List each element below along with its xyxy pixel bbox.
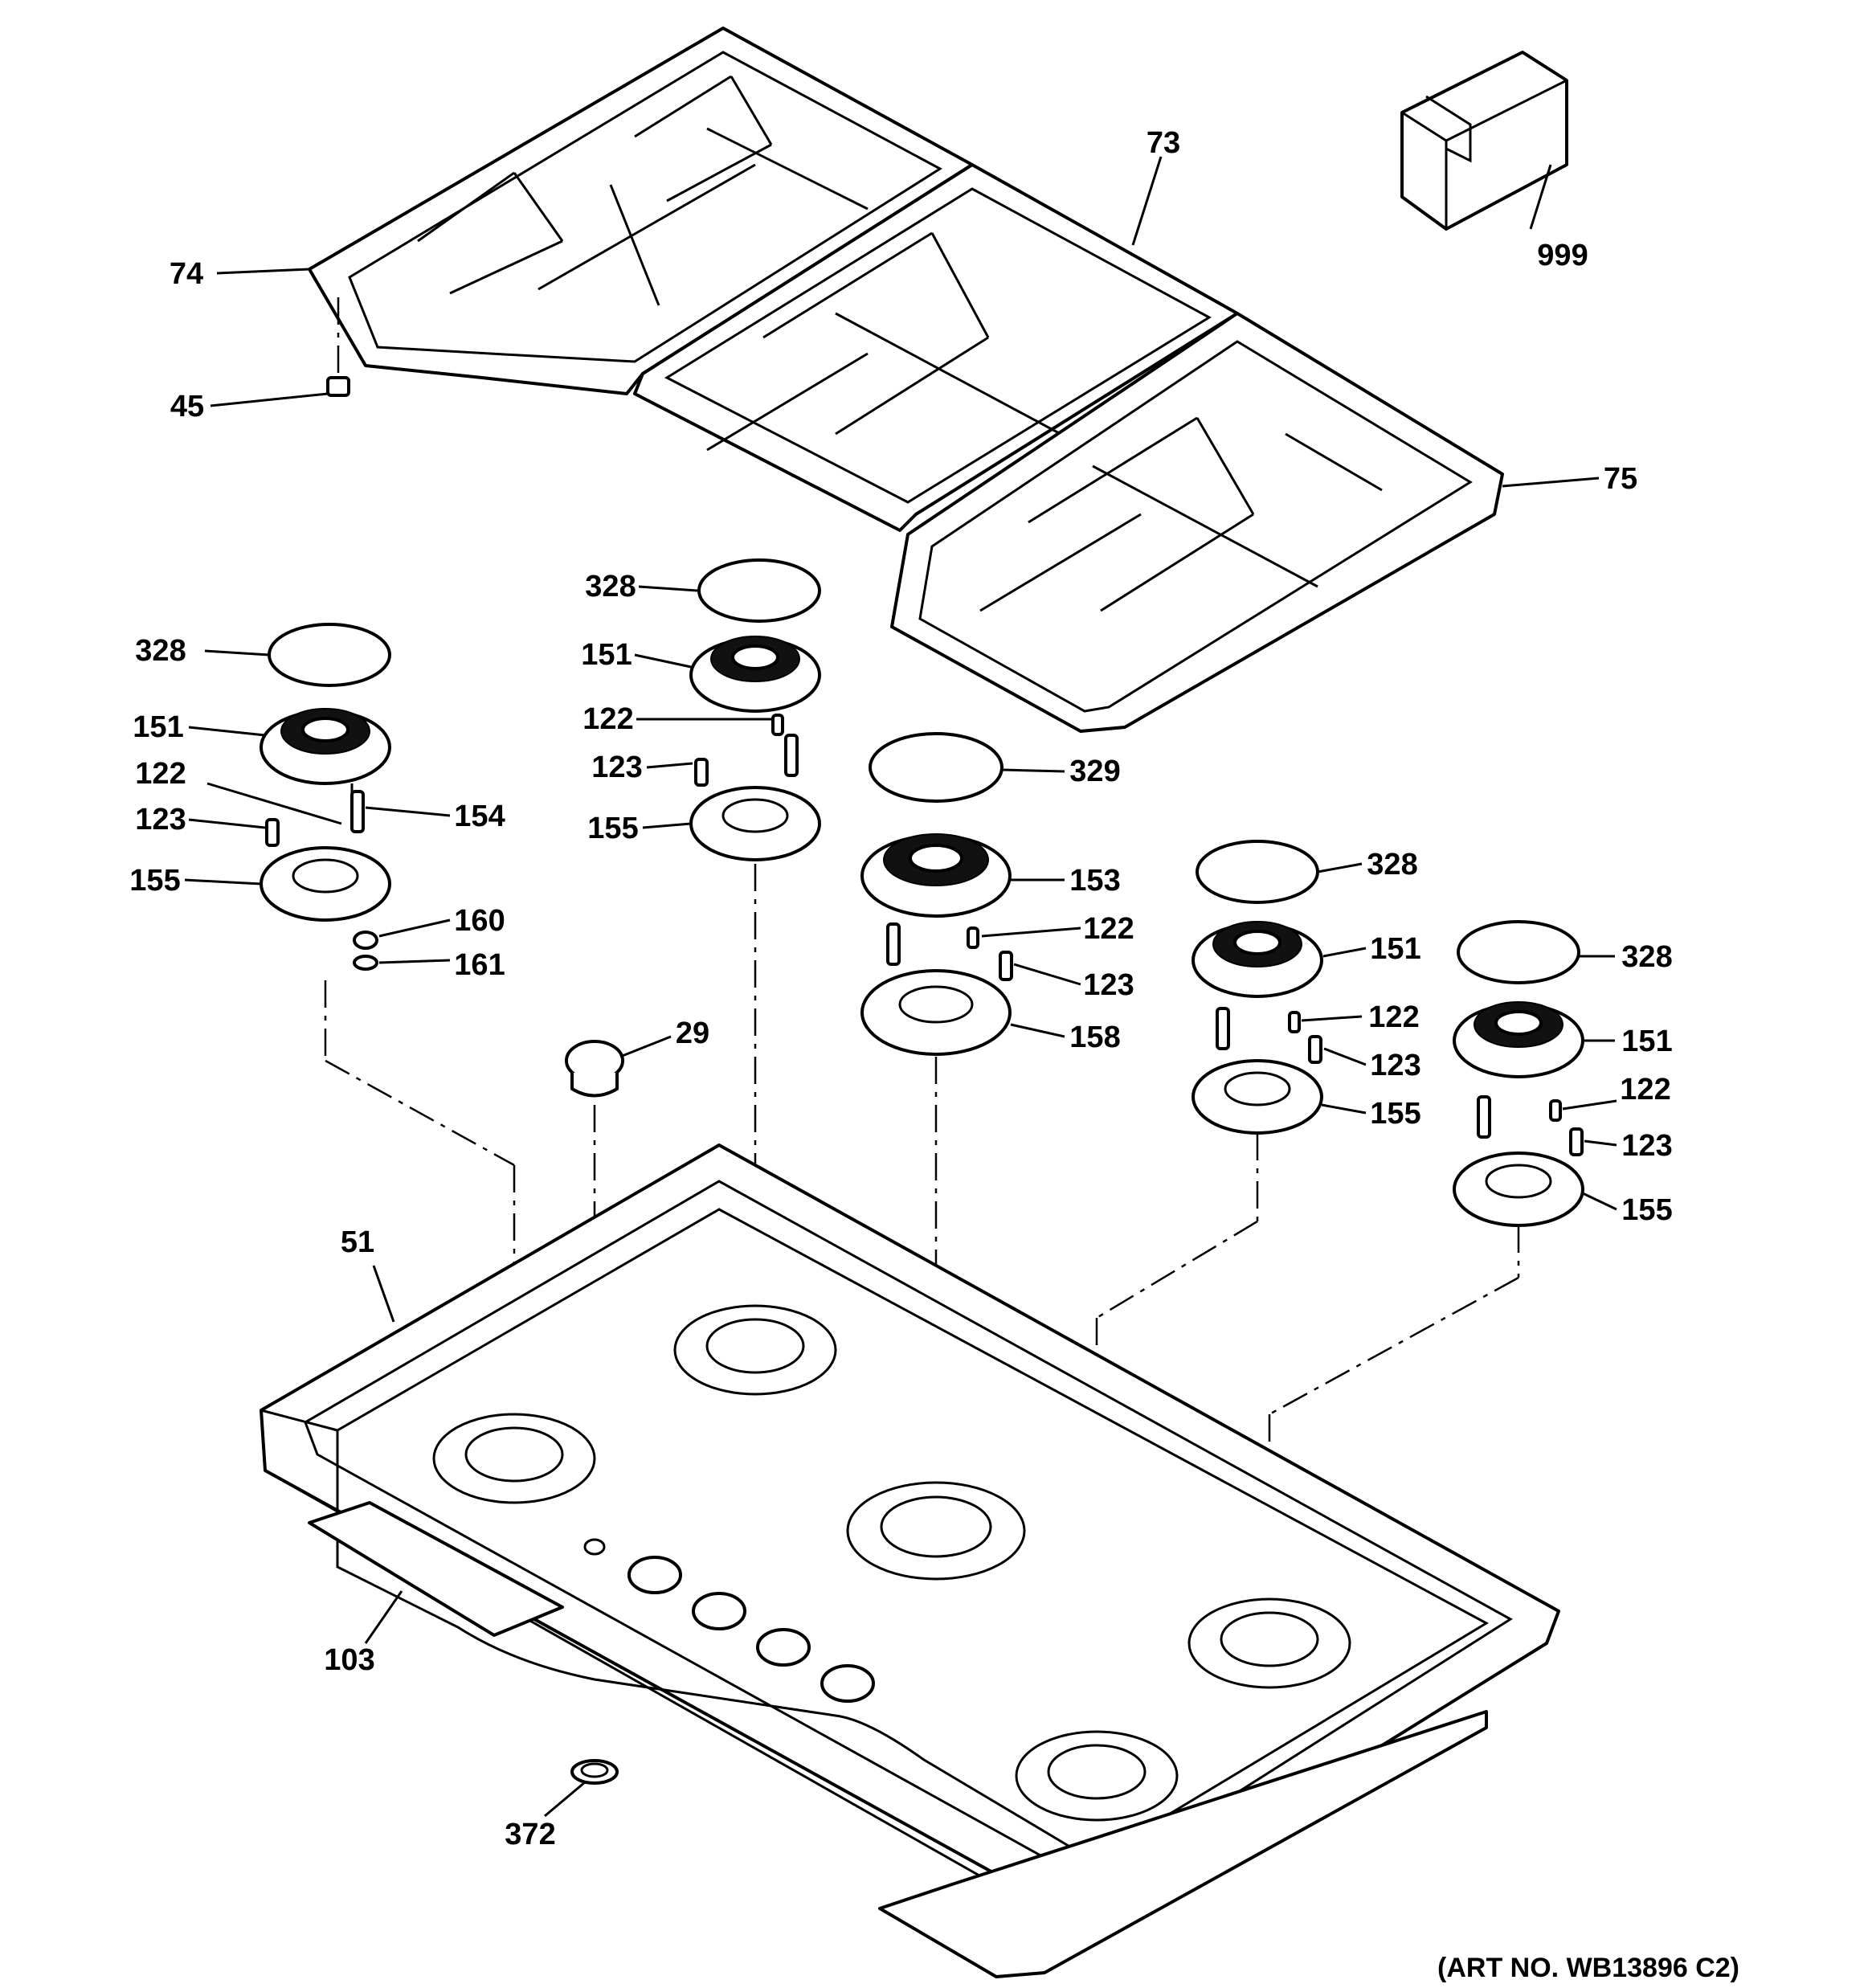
callout-51: 51: [341, 1225, 374, 1259]
callout-328-left: 328: [135, 634, 186, 668]
center-burner-assembly: [860, 732, 1013, 1519]
callout-123-left: 123: [135, 803, 186, 837]
callout-123-center: 123: [1083, 968, 1134, 1002]
callout-122-right1: 122: [1368, 1000, 1419, 1034]
leader-lines: [184, 156, 1617, 1818]
cooktop-51: [260, 1143, 1560, 1918]
callout-160: 160: [454, 904, 505, 938]
callout-999: 999: [1537, 239, 1588, 272]
callout-158: 158: [1069, 1021, 1120, 1054]
parts-box-999: [1400, 51, 1568, 231]
callout-155-right2: 155: [1621, 1193, 1672, 1227]
callout-123-right2: 123: [1621, 1129, 1672, 1163]
part-45-foot: [326, 297, 350, 397]
callout-151-right2: 151: [1621, 1025, 1672, 1058]
callout-73: 73: [1147, 126, 1180, 160]
callout-151-right1: 151: [1370, 932, 1420, 966]
callout-155-mid: 155: [587, 812, 638, 845]
callout-122-mid: 122: [582, 702, 633, 736]
callout-122-right2: 122: [1620, 1073, 1670, 1106]
callout-123-mid: 123: [591, 751, 642, 784]
callout-328-right2: 328: [1621, 940, 1672, 974]
callout-75: 75: [1604, 462, 1637, 496]
callout-123-right1: 123: [1370, 1049, 1420, 1082]
gasket-103: [308, 1501, 1488, 1978]
callout-329: 329: [1069, 755, 1120, 788]
knob-29: [565, 1040, 624, 1543]
center-grate-73: [633, 163, 1239, 532]
callout-161: 161: [454, 948, 505, 982]
callout-154: 154: [454, 800, 505, 833]
callout-45: 45: [170, 390, 204, 423]
callout-122-center: 122: [1083, 912, 1134, 946]
right-burner-assembly-2: [1268, 920, 1584, 1631]
part-372-grommet: [570, 1759, 619, 1785]
callout-328-mid: 328: [585, 570, 636, 603]
callout-372: 372: [505, 1818, 555, 1851]
callout-103: 103: [324, 1643, 374, 1677]
callout-151-left: 151: [133, 710, 183, 744]
callout-29: 29: [676, 1016, 709, 1050]
callout-74: 74: [170, 257, 203, 291]
right-grate-75: [890, 312, 1504, 733]
callout-155-left: 155: [129, 864, 180, 898]
callout-122-left: 122: [135, 757, 186, 791]
callout-328-right1: 328: [1367, 848, 1417, 882]
left-grate-74: [308, 27, 974, 395]
callout-155-right1: 155: [1370, 1097, 1420, 1131]
art-number: (ART NO. WB13896 C2): [1437, 1953, 1739, 1983]
callout-151-mid: 151: [581, 638, 632, 672]
callout-153: 153: [1069, 864, 1120, 898]
left-burner-assembly: [260, 623, 391, 971]
